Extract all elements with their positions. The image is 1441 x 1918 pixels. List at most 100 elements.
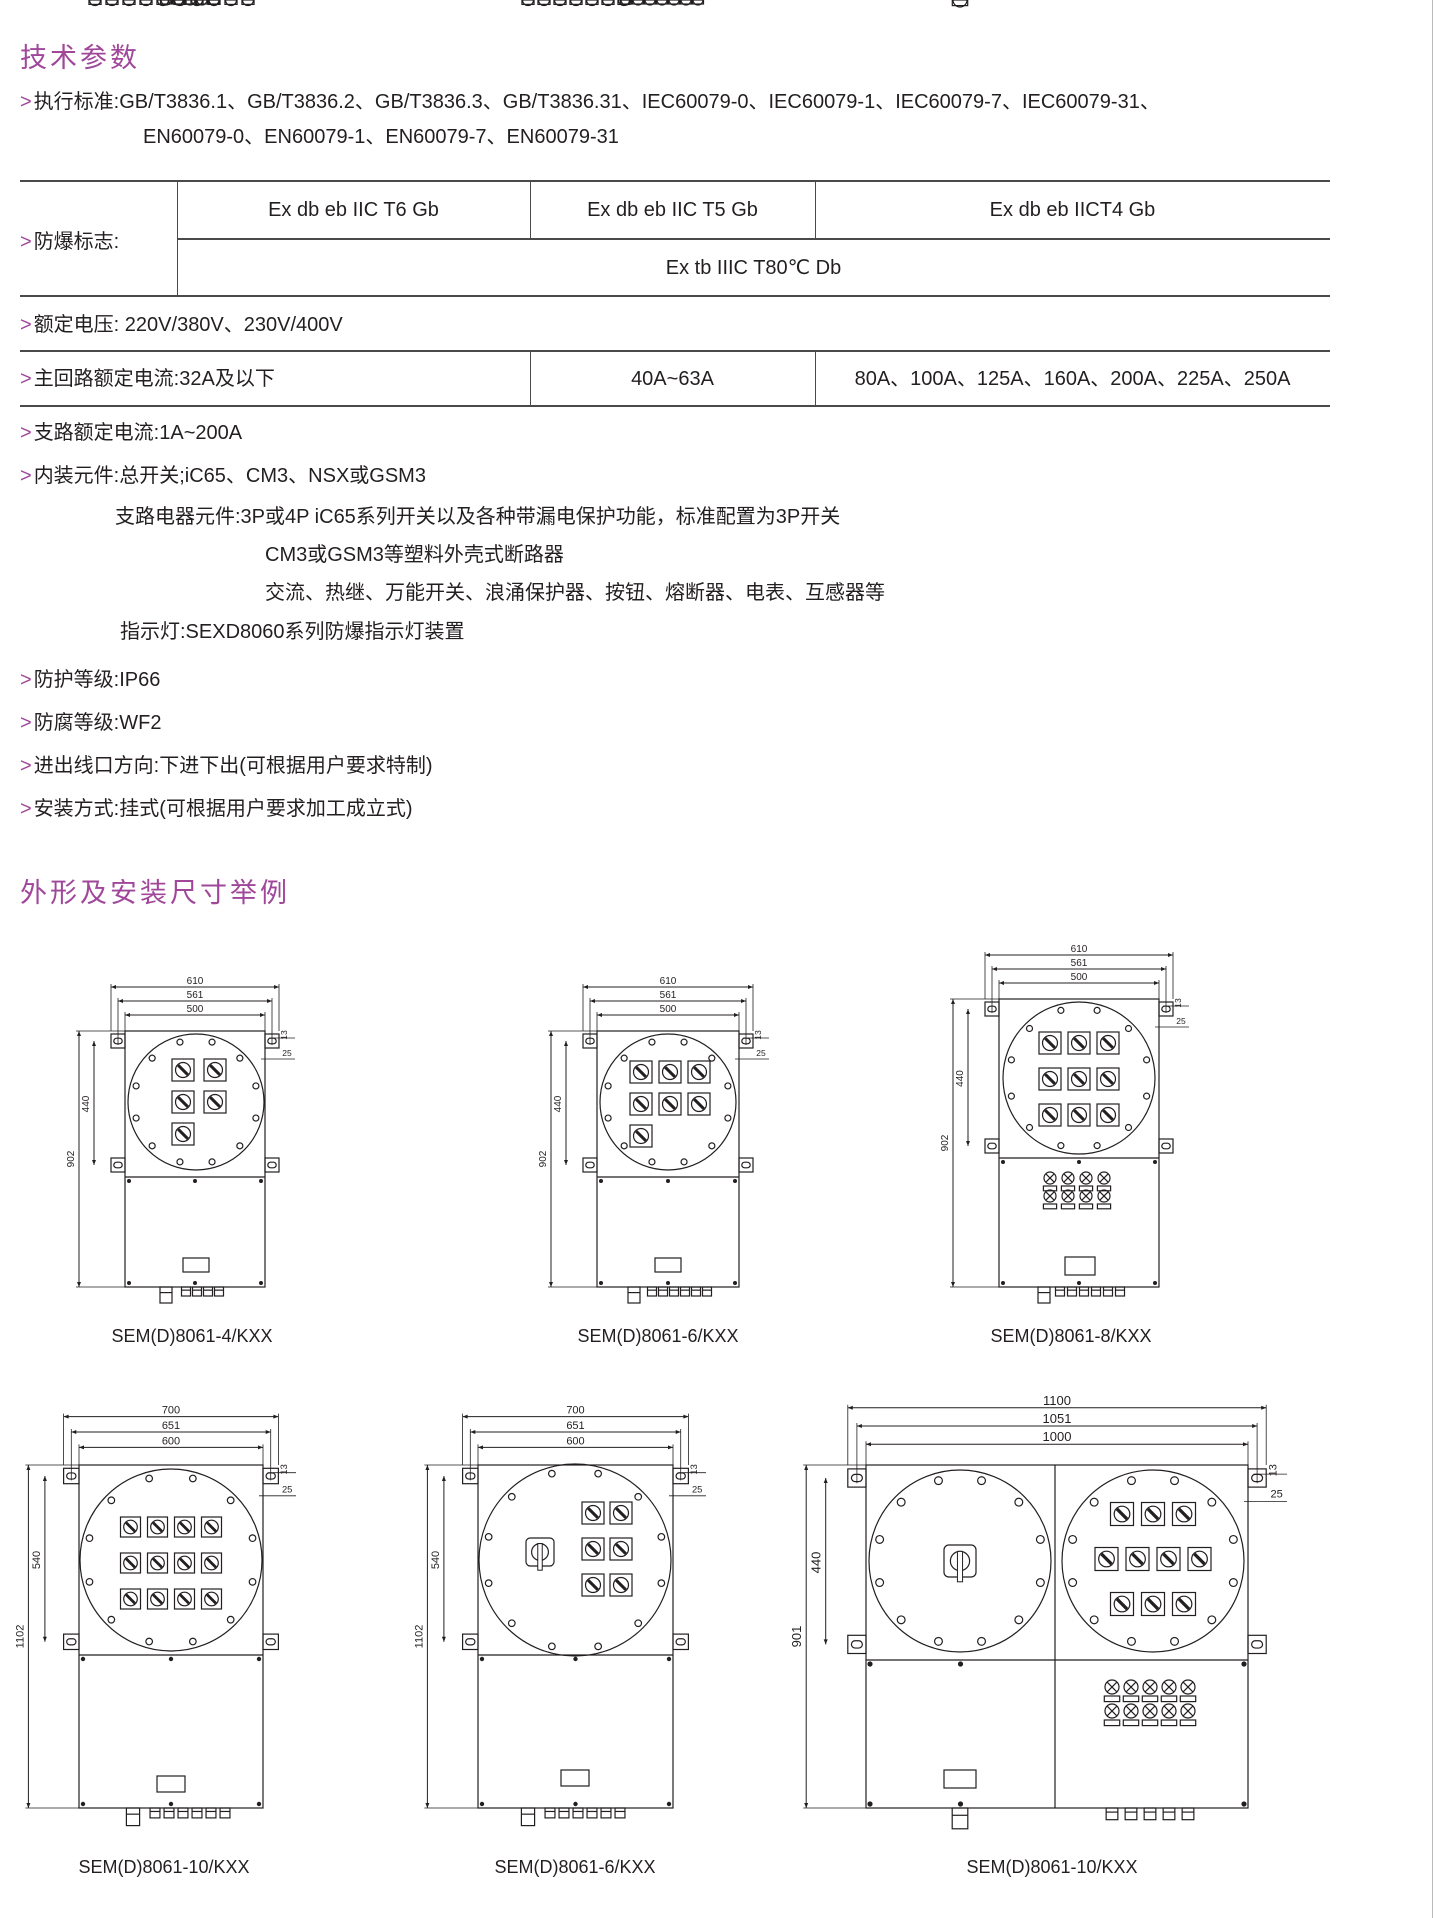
bolt-icon xyxy=(208,1158,216,1166)
lamp-label-plate xyxy=(1078,1185,1094,1192)
switch-knob-icon xyxy=(584,1576,602,1594)
lamp-label-plate xyxy=(655,0,669,5)
screw-icon xyxy=(127,1281,131,1285)
bolt-icon xyxy=(188,1474,197,1483)
lamp-label-plate xyxy=(105,0,119,6)
indicator-lamp-icon xyxy=(644,0,656,6)
lamp-label-plate xyxy=(1096,1185,1112,1192)
screw-icon xyxy=(259,1179,263,1183)
bolt-icon xyxy=(1126,1636,1136,1646)
bolt-icon xyxy=(977,1636,987,1646)
bullet-icon: > xyxy=(20,798,32,820)
switch-lever-icon xyxy=(1102,1037,1114,1049)
cable-gland-icon xyxy=(1078,1286,1090,1297)
main-current-250a: 80A、100A、125A、160A、200A、225A、250A xyxy=(854,368,1291,390)
lamp-cross-icon xyxy=(1081,1173,1091,1183)
branch-components-2: CM3或GSM3等塑料外壳式断路器 xyxy=(265,544,564,566)
indicator-lamp-icon xyxy=(1104,1703,1120,1719)
switch-icon xyxy=(1094,1546,1119,1572)
cable-gland-icon xyxy=(1143,1807,1157,1821)
dimension-label: 600 xyxy=(566,1435,584,1447)
lamp-cross-icon xyxy=(1081,1191,1091,1201)
switch-knob-icon xyxy=(206,1093,224,1111)
dimension-label: 25 xyxy=(282,1048,292,1058)
dimension-label: 902 xyxy=(66,1150,77,1167)
switch-lever-icon xyxy=(693,1098,705,1110)
cable-gland-icon xyxy=(1181,1807,1195,1821)
lamp-label-plate xyxy=(1078,1203,1094,1210)
indicator-lamp-icon xyxy=(668,0,680,6)
dimension-label: 561 xyxy=(187,990,204,1001)
lamp-label-plate xyxy=(1122,1719,1140,1727)
marking-dust: Ex tb IIIC T80℃ Db xyxy=(665,257,842,279)
indicator-lamp-icon xyxy=(241,0,255,7)
viewing-window xyxy=(560,1769,590,1787)
switch-lever-icon xyxy=(1177,1597,1191,1611)
cable-gland-icon xyxy=(159,1286,173,1304)
indicator-lamp-icon xyxy=(692,0,704,6)
lamp-cross-icon xyxy=(1182,1705,1194,1717)
lamp-cross-icon xyxy=(1125,1681,1137,1693)
switch-lever-icon xyxy=(635,1130,647,1142)
bolt-icon xyxy=(1126,1476,1136,1486)
switch-lever-icon xyxy=(152,1521,163,1533)
dimension-label: 25 xyxy=(756,1048,766,1058)
cover-circle xyxy=(868,1469,1052,1653)
lamp-label-plate xyxy=(537,0,551,6)
bullet-icon: > xyxy=(20,712,32,734)
mounting-slot-icon xyxy=(66,1638,77,1646)
switch-lever-icon xyxy=(587,1507,599,1519)
indicator-lamp-icon xyxy=(1123,1679,1139,1695)
switch-icon xyxy=(119,1588,142,1610)
switch-lever-icon xyxy=(179,1521,190,1533)
indicator-lamp-icon xyxy=(1161,1703,1177,1719)
indicator-lamp-icon xyxy=(1180,1679,1196,1695)
dimension-label: 25 xyxy=(1270,1489,1282,1501)
switch-knob-icon xyxy=(177,1591,192,1607)
bolt-icon xyxy=(176,1038,184,1046)
indicator-lamp-icon xyxy=(1097,1171,1111,1185)
switch-knob-icon xyxy=(204,1555,219,1571)
switch-lever-icon xyxy=(635,1098,647,1110)
branch-components: 支路电器元件:3P或4P iC65系列开关以及各种带漏电保护功能，标准配置为3P… xyxy=(115,506,841,528)
switch-icon xyxy=(119,1516,142,1538)
switch-icon xyxy=(146,1516,169,1538)
switch-icon xyxy=(687,1092,711,1116)
switch-icon xyxy=(1096,1067,1120,1091)
drawing-caption: SEM(D)8061-8/KXX xyxy=(990,1326,1152,1346)
cable-gland-icon xyxy=(600,1807,612,1819)
dimension-label: 902 xyxy=(538,1150,549,1167)
switch-icon xyxy=(658,1092,682,1116)
screw-icon xyxy=(1241,1801,1247,1807)
dimension-label: 700 xyxy=(162,1405,180,1417)
mounting-slot-icon xyxy=(113,1161,123,1169)
mounting-ear xyxy=(984,1138,1000,1154)
components-row: >内装元件:总开关;iC65、CM3、NSX或GSM3 xyxy=(20,463,426,489)
viewing-window xyxy=(943,1769,977,1789)
mounting-ear xyxy=(462,1633,479,1651)
enclosure-outline xyxy=(124,1030,266,1288)
mounting-slot-icon xyxy=(741,1161,751,1169)
viewing-window xyxy=(654,1257,682,1273)
screw-icon xyxy=(599,1281,603,1285)
lamp-label-plate xyxy=(207,0,221,6)
bolt-icon xyxy=(145,1637,154,1646)
protection: 防护等级:IP66 xyxy=(33,669,161,691)
cable-gland-icon xyxy=(690,1286,702,1297)
switch-knob-icon xyxy=(1070,1070,1088,1088)
bolt-icon xyxy=(724,1114,732,1122)
dimension-label: 13 xyxy=(279,1464,289,1474)
cable-gland-icon xyxy=(191,1807,203,1819)
bolt-icon xyxy=(176,1158,184,1166)
dimension-label: 13 xyxy=(753,1030,763,1040)
switch-icon xyxy=(1109,1591,1135,1617)
mounting-slot-icon xyxy=(1251,1640,1264,1649)
dimension-label: 440 xyxy=(809,1552,824,1574)
dimension-label: 561 xyxy=(660,990,677,1001)
switch-lever-icon xyxy=(1100,1552,1113,1566)
bullet-icon: > xyxy=(20,368,32,390)
switch-knob-icon xyxy=(204,1591,219,1607)
bolt-icon xyxy=(1007,1056,1015,1064)
indicator-lamp-icon xyxy=(1061,1171,1075,1185)
